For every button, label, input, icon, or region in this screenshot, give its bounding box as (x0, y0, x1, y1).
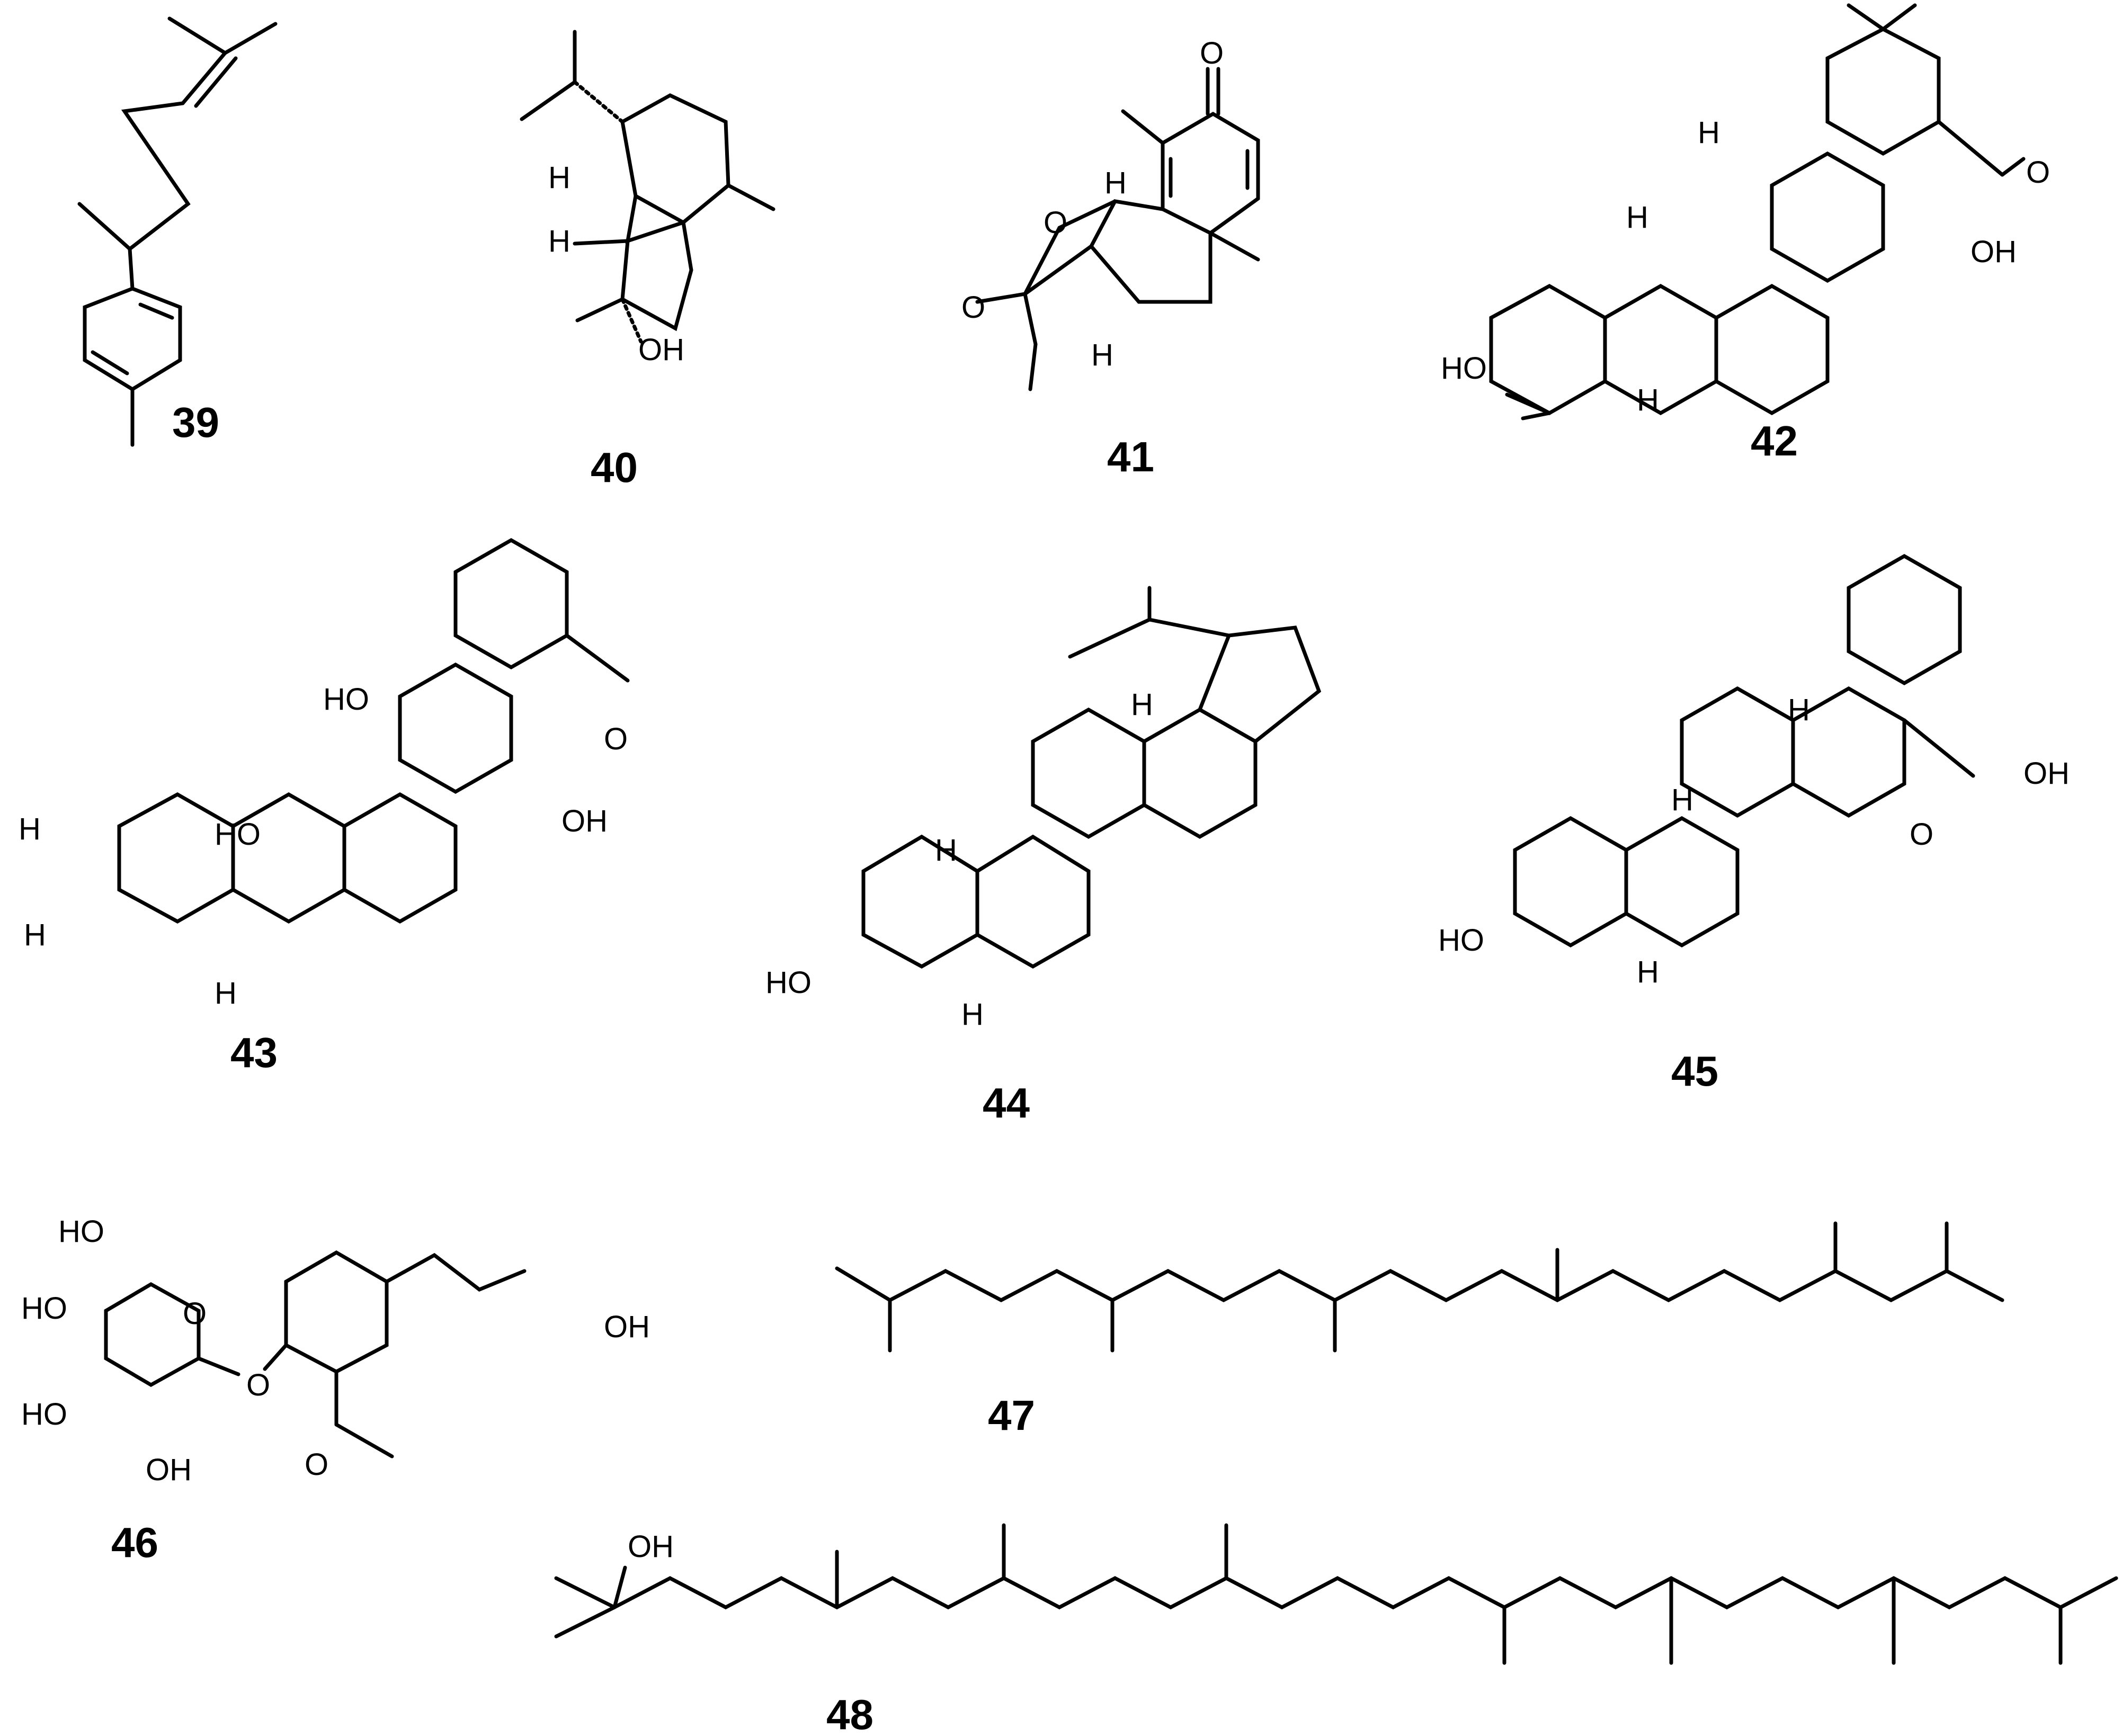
compound-45-atom-5: OH (2023, 756, 2070, 791)
compound-47-label: 47 (988, 1392, 1035, 1439)
compound-40-structure (520, 30, 775, 344)
compound-45-atom-2: H (1671, 783, 1693, 817)
compound-43-atom-1: H (19, 812, 41, 846)
compound-40-atom-3: OH (638, 333, 684, 367)
compound-46-label: 46 (111, 1519, 158, 1566)
compound-46-atom-4: HO (21, 1397, 67, 1431)
compound-43-atom-7: OH (561, 804, 608, 838)
compound-45-atom-3: HO (1438, 923, 1484, 958)
compound-46-atom-5: O (246, 1368, 270, 1402)
compound-48-structure (554, 1523, 2118, 1665)
compound-44-structure (861, 586, 1322, 969)
compound-43-label: 43 (230, 1029, 278, 1076)
compound-43-atom-4: HO (323, 682, 369, 717)
compound-39-label: 39 (172, 399, 219, 446)
compound-44-atom-3: HO (765, 965, 812, 1000)
compound-46-atom-7: OH (604, 1310, 650, 1344)
compound-41-atom-1: O (1200, 36, 1224, 70)
compound-41-structure (975, 67, 1260, 391)
compound-40-atom-1: H (548, 160, 570, 195)
compound-43-atom-3: HO (215, 817, 261, 852)
compound-42-atom-4: H (1637, 383, 1659, 417)
compound-46-atom-8: O (305, 1447, 328, 1482)
compound-42-atom-5: O (2026, 155, 2050, 190)
compound-45-atom-6: O (1910, 817, 1933, 852)
compound-41-atom-2: O (1044, 205, 1067, 240)
compound-45-atom-1: H (1788, 693, 1810, 727)
compound-43-atom-2: H (24, 918, 46, 952)
compound-45-atom-4: H (1637, 955, 1659, 989)
compound-43-atom-5: H (215, 976, 237, 1010)
compound-44-atom-2: H (935, 833, 957, 867)
compound-42-structure (1489, 3, 2026, 420)
compound-45-structure (1513, 553, 1975, 948)
compound-40-atom-2: H (548, 224, 570, 258)
compound-44-atom-4: H (961, 997, 984, 1032)
compound-48-label: 48 (826, 1691, 873, 1736)
compound-43-atom-6: O (604, 722, 628, 756)
compound-41-label: 41 (1107, 433, 1154, 480)
compound-43-structure (117, 538, 630, 924)
compound-46-atom-2: HO (21, 1291, 67, 1326)
compound-46-atom-6: OH (146, 1453, 192, 1487)
compound-44-label: 44 (983, 1079, 1030, 1126)
compound-40-label: 40 (591, 444, 638, 491)
compound-41-atom-3: O (961, 290, 985, 325)
compound-42-atom-3: HO (1441, 351, 1487, 386)
compound-46-atom-3: O (183, 1296, 207, 1331)
compound-42-atom-2: H (1626, 200, 1648, 235)
compound-42-atom-1: H (1698, 115, 1720, 150)
compound-48-atom-1: OH (628, 1529, 674, 1564)
compound-46-atom-1: HO (58, 1214, 104, 1249)
compound-41-atom-5: H (1091, 338, 1113, 372)
compound-46-structure (104, 1250, 527, 1458)
compound-47-structure (835, 1221, 2004, 1353)
compound-42-label: 42 (1751, 417, 1798, 464)
compound-41-atom-4: H (1104, 166, 1127, 200)
compound-42-atom-6: OH (1971, 235, 2017, 269)
compound-45-label: 45 (1671, 1048, 1718, 1095)
compound-44-atom-1: H (1131, 687, 1153, 722)
compound-39-structure (77, 16, 278, 447)
